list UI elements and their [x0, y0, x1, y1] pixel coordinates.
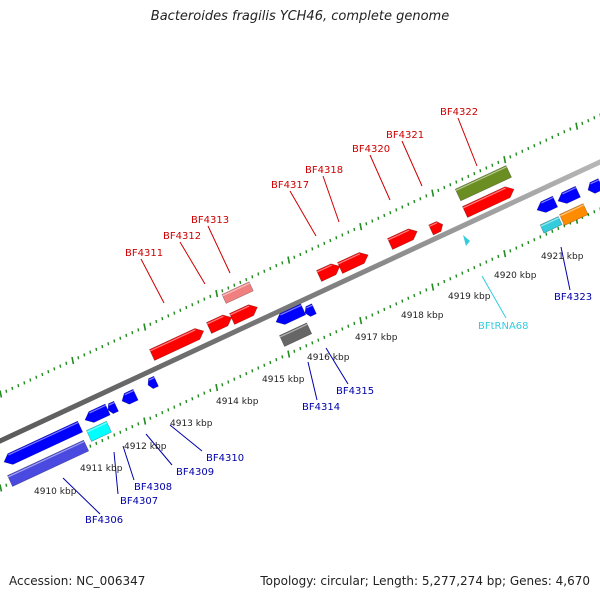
- kbp-label: 4913 kbp: [170, 419, 213, 429]
- gene-label-bf4306-leader: [62, 477, 101, 515]
- feature-reverse-cds-shaded: [7, 439, 90, 487]
- gene-label-bf4314-leader: [307, 361, 318, 401]
- gene-label-bf4309-leader: [145, 433, 173, 466]
- feature-forward-cds: [462, 186, 515, 218]
- gene-label-bf4311-leader: [140, 258, 165, 304]
- gene-label-bf4310: BF4310: [206, 453, 244, 464]
- gene-label-bf4311: BF4311: [125, 248, 163, 259]
- outer-tick-ruler: [0, 113, 600, 398]
- kbp-label: 4919 kbp: [448, 292, 491, 302]
- gene-label-bf4312-leader: [179, 241, 206, 285]
- gene-label-bf4309: BF4309: [176, 467, 214, 478]
- gene-label-bftrna68-leader: [481, 275, 507, 319]
- gene-label-bf4320: BF4320: [352, 144, 390, 155]
- kbp-label: 4916 kbp: [307, 353, 350, 363]
- feature-gray-block: [279, 322, 313, 347]
- feature-reverse-cds: [587, 178, 600, 194]
- gene-label-bf4323-leader: [560, 246, 571, 291]
- kbp-label: 4914 kbp: [216, 397, 259, 407]
- gene-label-bf4322-leader: [457, 117, 478, 167]
- gene-label-bf4313: BF4313: [191, 215, 229, 226]
- gene-label-bftrna68: BFtRNA68: [478, 321, 529, 332]
- kbp-label: 4911 kbp: [80, 464, 123, 474]
- feature-forward-cds-light: [221, 281, 254, 304]
- gene-label-bf4307: BF4307: [120, 496, 158, 507]
- kbp-label: 4915 kbp: [262, 375, 305, 385]
- gene-label-bf4314: BF4314: [302, 402, 340, 413]
- feature-cyan-block: [86, 420, 112, 442]
- gene-label-bf4307-leader: [113, 451, 119, 495]
- feature-forward-cds: [428, 221, 444, 236]
- genome-backbone: [0, 159, 600, 444]
- feature-orange-block: [559, 203, 589, 226]
- gene-label-bf4321: BF4321: [386, 130, 424, 141]
- gene-label-bf4322: BF4322: [440, 107, 478, 118]
- gene-label-bf4317-leader: [289, 190, 317, 237]
- gene-label-bf4315: BF4315: [336, 386, 374, 397]
- feature-olive-block: [454, 165, 512, 202]
- gene-label-bf4310-leader: [169, 424, 203, 452]
- gene-label-bf4308: BF4308: [134, 482, 172, 493]
- feature-forward-cds: [316, 263, 341, 282]
- feature-reverse-cds: [275, 303, 307, 325]
- feature-reverse-cds: [147, 375, 159, 390]
- gene-label-bf4313-leader: [207, 225, 231, 274]
- feature-reverse-cds: [107, 400, 119, 415]
- map-title: Bacteroides fragilis YCH46, complete gen…: [150, 9, 450, 24]
- feature-reverse-cds: [121, 388, 139, 405]
- feature-forward-cds: [387, 228, 418, 250]
- gene-label-bf4317: BF4317: [271, 180, 309, 191]
- feature-forward-cds: [206, 314, 233, 334]
- feature-reverse-cds: [557, 185, 581, 204]
- inner-tick-ruler: [0, 207, 600, 492]
- feature-forward-cds: [149, 328, 205, 361]
- kbp-label: 4912 kbp: [124, 442, 167, 452]
- gene-label-bf4323: BF4323: [554, 292, 592, 303]
- feature-reverse-cds: [304, 303, 317, 317]
- kbp-label: 4920 kbp: [494, 271, 537, 281]
- trna-marker-icon: [463, 235, 470, 246]
- kbp-label: 4910 kbp: [34, 487, 77, 497]
- gene-label-bf4318: BF4318: [305, 165, 343, 176]
- gene-label-bf4306: BF4306: [85, 515, 123, 526]
- feature-forward-cds: [229, 304, 258, 325]
- gene-label-bf4320-leader: [369, 154, 391, 201]
- gene-label-bf4321-leader: [401, 140, 423, 187]
- kbp-label: 4918 kbp: [401, 311, 444, 321]
- feature-reverse-cds: [84, 403, 111, 423]
- genome-summary-text: Topology: circular; Length: 5,277,274 bp…: [260, 574, 590, 588]
- gene-label-bf4318-leader: [322, 175, 340, 223]
- kbp-label: 4921 kbp: [541, 252, 584, 262]
- feature-forward-cds: [337, 252, 369, 274]
- gene-label-bf4315-leader: [325, 347, 349, 385]
- accession-text: Accession: NC_006347: [9, 574, 146, 588]
- feature-reverse-cds: [536, 195, 559, 213]
- gene-label-bf4312: BF4312: [163, 231, 201, 242]
- gene-label-bf4308-leader: [122, 445, 135, 481]
- feature-reverse-cds: [3, 420, 84, 465]
- kbp-label: 4917 kbp: [355, 333, 398, 343]
- feature-trna-block: [539, 216, 563, 234]
